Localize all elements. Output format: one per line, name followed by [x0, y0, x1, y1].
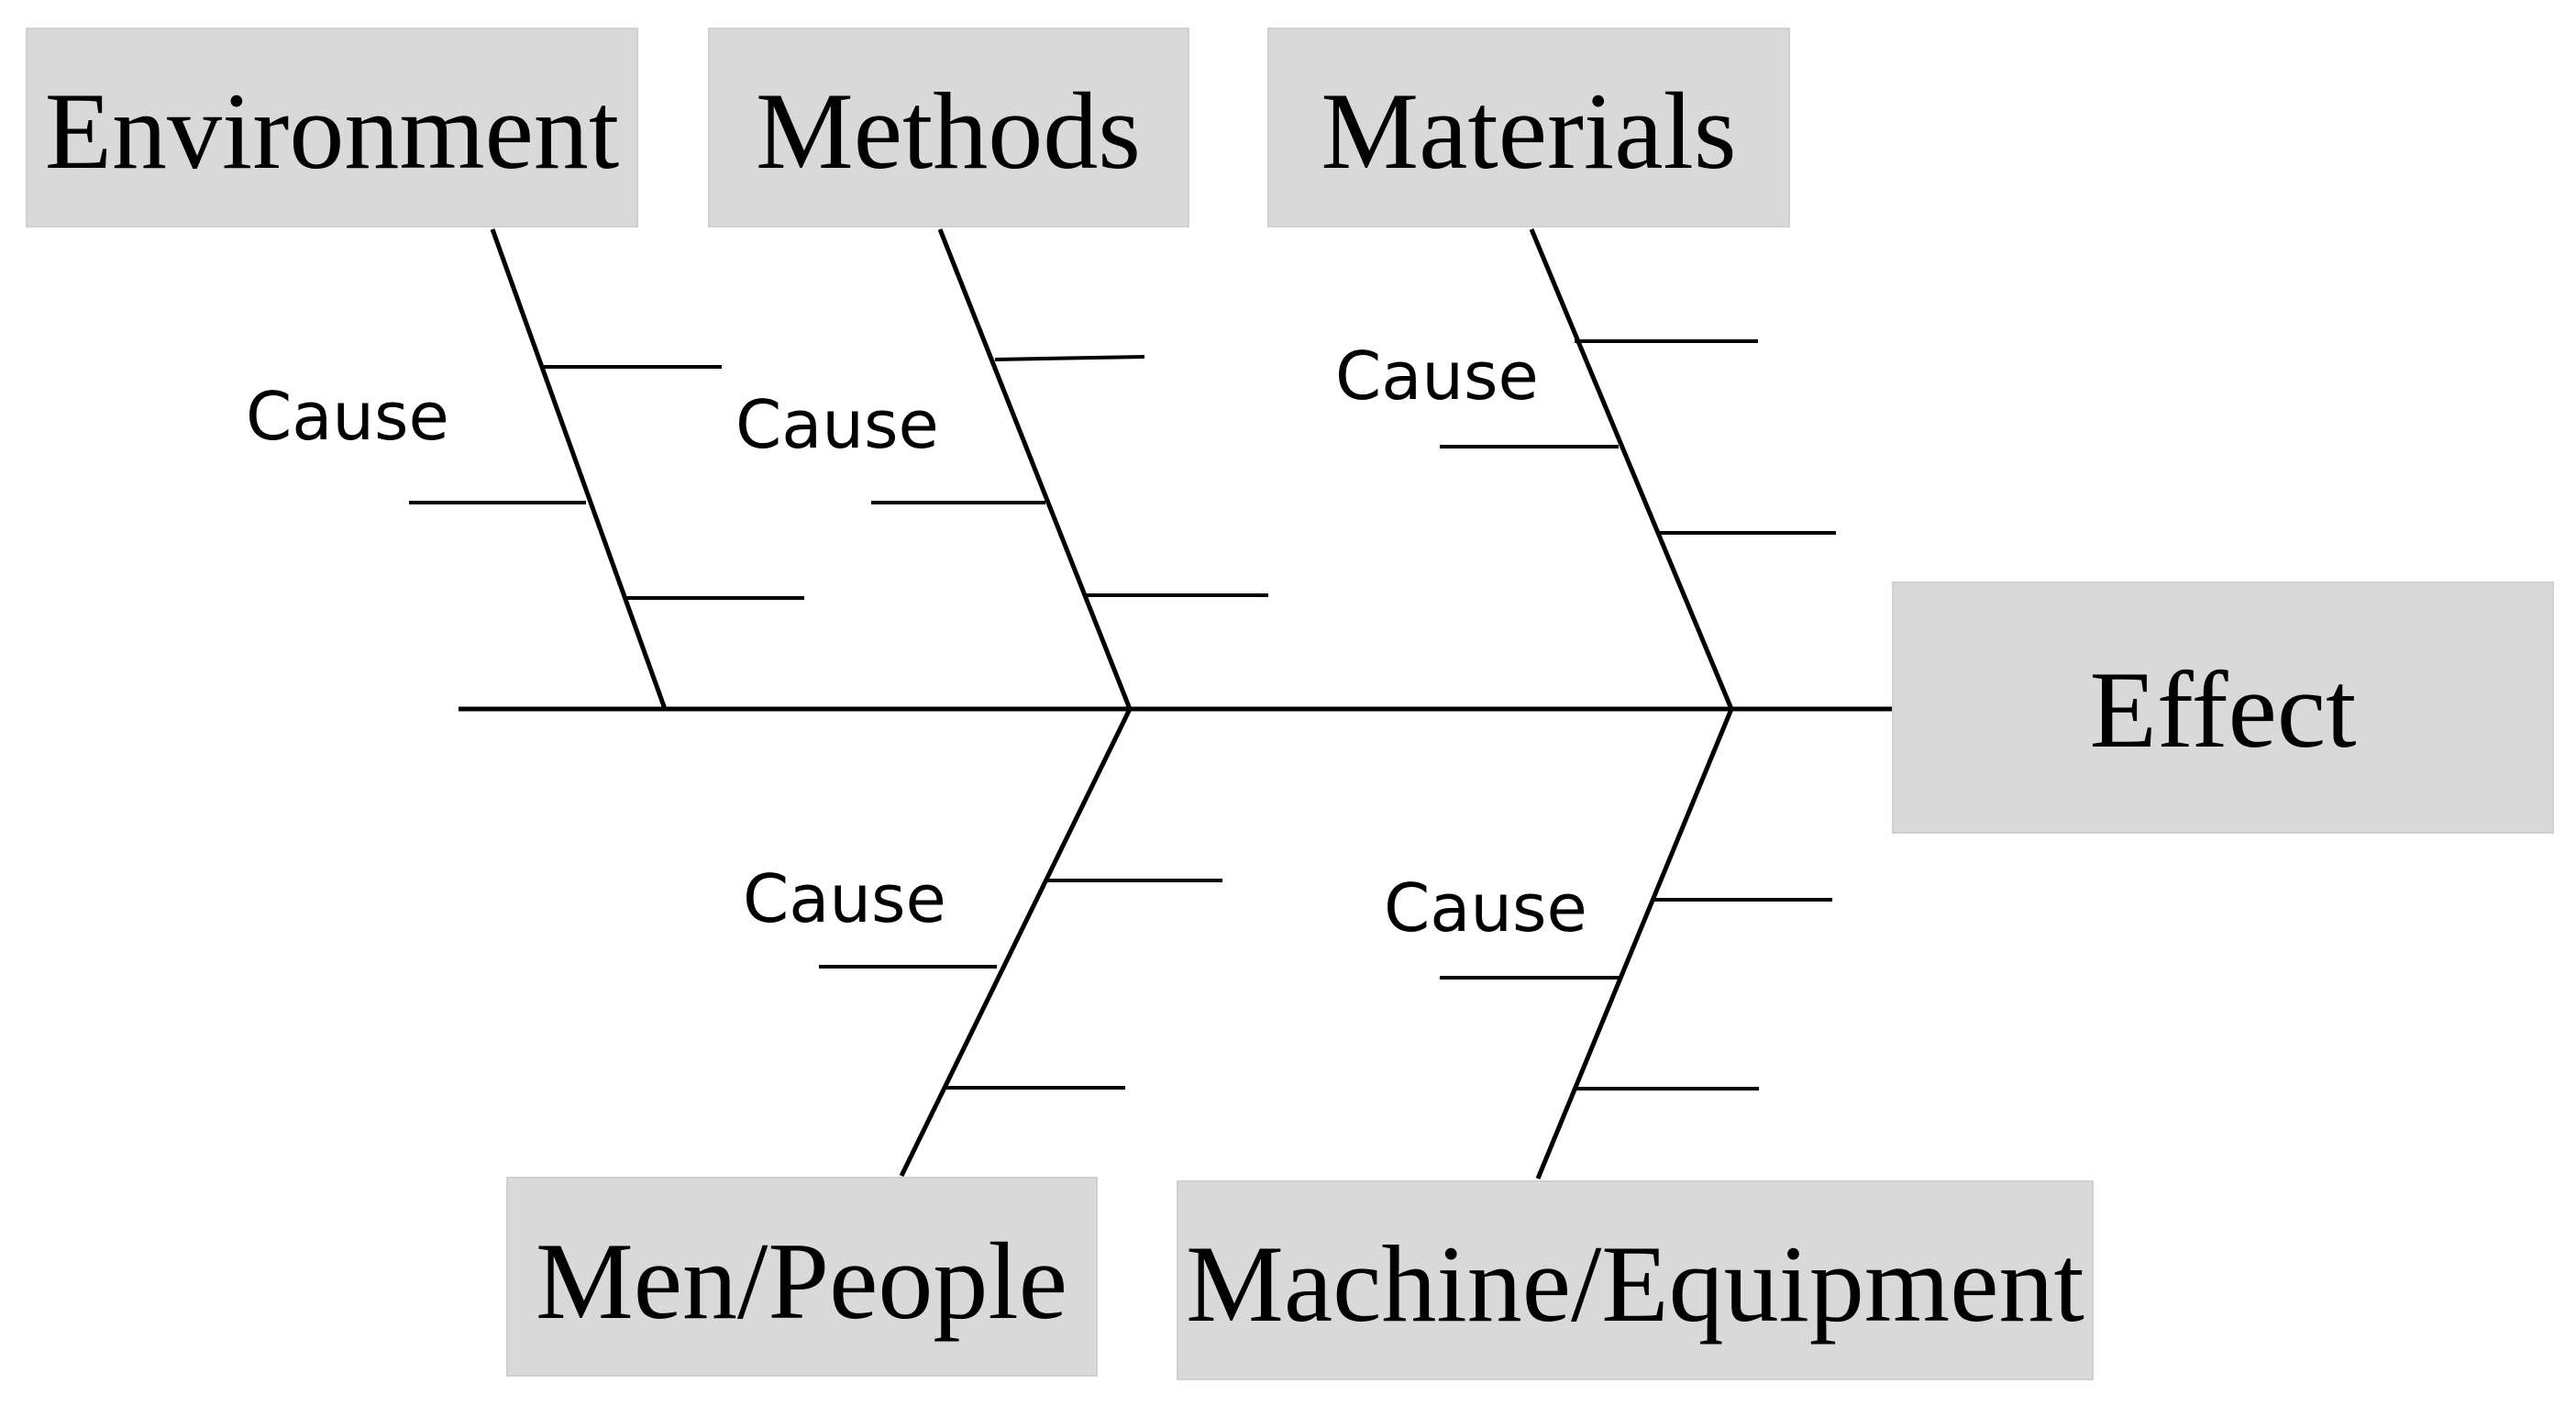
category-label-men-people: Men/People [536, 1220, 1067, 1342]
bone-materials [1529, 228, 1734, 710]
category-box-environment: Environment [26, 28, 638, 227]
bone-environment [490, 228, 668, 710]
branch-environment: Cause [246, 228, 804, 710]
cause-label-materials: Cause [1335, 338, 1539, 415]
category-label-machine-equipment: Machine/Equipment [1186, 1223, 2084, 1345]
bone-methods [937, 228, 1133, 710]
category-label-methods: Methods [756, 70, 1141, 192]
branch-machine-equipment: Cause [1384, 708, 1832, 1179]
category-box-materials: Materials [1267, 28, 1790, 227]
category-box-machine-equipment: Machine/Equipment [1177, 1180, 2094, 1380]
effect-box: Effect [1889, 581, 2554, 834]
category-label-environment: Environment [45, 70, 620, 192]
category-label-materials: Materials [1321, 70, 1736, 192]
bone-men-people [899, 707, 1133, 1178]
branch-men-people: Cause [743, 707, 1222, 1178]
cause-label-environment: Cause [246, 378, 449, 455]
cause-label-men-people: Cause [743, 860, 946, 937]
bone-machine-equipment [1535, 708, 1734, 1179]
effect-label: Effect [2090, 648, 2357, 770]
cause-tick [994, 355, 1145, 361]
branch-materials: Cause [1335, 228, 1836, 710]
branch-methods: Cause [735, 228, 1268, 710]
category-box-methods: Methods [708, 28, 1189, 227]
cause-label-machine-equipment: Cause [1384, 869, 1587, 947]
cause-label-methods: Cause [735, 386, 939, 463]
category-box-men-people: Men/People [506, 1177, 1098, 1377]
